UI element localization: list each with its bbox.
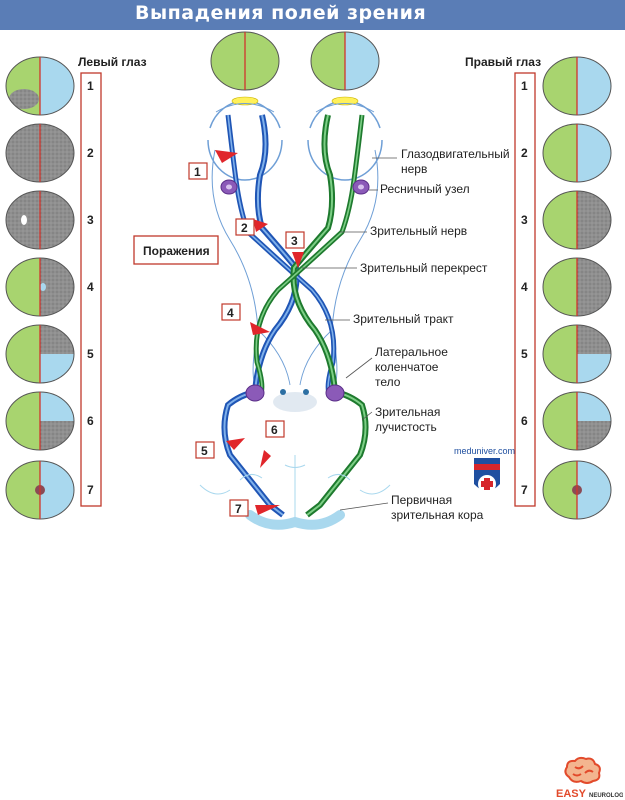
right-field-6: [542, 391, 612, 451]
page-title: Выпадения полей зрения: [135, 2, 427, 24]
title-bar: Выпадения полей зрения: [0, 0, 625, 30]
right-visual-fields: [542, 56, 612, 520]
left-field-1: [5, 56, 75, 116]
left-eyeball: [207, 96, 283, 181]
right-row-number-3: 3: [521, 213, 528, 227]
right-row-number-7: 7: [521, 483, 528, 497]
right-field-1: [542, 56, 612, 116]
label-optic-nerve: Зрительный нерв: [370, 224, 467, 238]
primary-visual-cortex: [245, 510, 345, 530]
right-eye-header: Правый глаз: [465, 55, 541, 69]
right-field-5: [542, 324, 612, 384]
left-visual-fields: [5, 56, 75, 520]
label-lgn-1: Латеральное: [375, 345, 448, 359]
lesion-box-1: 1: [188, 162, 208, 180]
right-row-number-6: 6: [521, 414, 528, 428]
svg-text:2: 2: [241, 221, 248, 235]
lesion-box-5: 5: [195, 441, 215, 459]
right-eyeball: [307, 96, 383, 181]
svg-text:meduniver.com: meduniver.com: [454, 446, 515, 456]
lesions-label: Поражения: [143, 244, 210, 258]
lesion-box-7: 7: [229, 499, 249, 517]
thin-nerve-left: [211, 149, 259, 386]
left-lgn: [245, 384, 265, 402]
left-field-4: [5, 257, 75, 317]
lesion-markers: [215, 150, 304, 515]
right-row-number-2: 2: [521, 146, 528, 160]
label-ciliary: Ресничный узел: [380, 182, 470, 196]
right-row-number-1: 1: [521, 79, 528, 93]
label-lgn-3: тело: [375, 375, 401, 389]
right-field-7: [542, 460, 612, 520]
left-field-3: [5, 190, 75, 250]
label-radiation-1: Зрительная: [375, 405, 440, 419]
svg-text:EASY: EASY: [556, 788, 587, 800]
left-row-number-2: 2: [87, 146, 94, 160]
left-field-7: [5, 460, 75, 520]
svg-text:NEUROLOGY: NEUROLOGY: [589, 793, 623, 799]
left-field-2: [5, 123, 75, 183]
left-field-6: [5, 391, 75, 451]
label-lgn-2: коленчатое: [375, 360, 439, 374]
right-row-number-5: 5: [521, 347, 528, 361]
thin-nerve-right: [331, 149, 379, 386]
easy-neurology-logo: EASY NEUROLOGY: [556, 756, 623, 800]
right-row-number-4: 4: [521, 280, 528, 294]
left-row-number-4: 4: [87, 280, 94, 294]
lesion-box-4: 4: [221, 303, 241, 321]
lesions-box: [133, 235, 219, 265]
label-tract: Зрительный тракт: [353, 312, 454, 326]
left-eye-header: Левый глаз: [78, 55, 147, 69]
left-row-number-5: 5: [87, 347, 94, 361]
meduniver-logo: meduniver.com: [454, 446, 515, 493]
right-field-3: [542, 190, 612, 250]
lesion-box-3: 3: [285, 231, 305, 249]
label-radiation-2: лучистость: [375, 420, 437, 434]
right-numbers: 1 2 3 4 5 6 7: [521, 79, 528, 497]
left-numbers: 1 2 3 4 5 6 7: [87, 79, 94, 497]
top-left-field: [210, 31, 280, 91]
label-cortex-1: Первичная: [391, 493, 452, 507]
svg-text:3: 3: [291, 234, 298, 248]
left-row-number-1: 1: [87, 79, 94, 93]
svg-text:5: 5: [201, 444, 208, 458]
left-row-number-7: 7: [87, 483, 94, 497]
svg-text:1: 1: [194, 165, 201, 179]
left-number-column: [80, 72, 102, 507]
lesion-box-6: 6: [265, 420, 285, 438]
svg-text:6: 6: [271, 423, 278, 437]
right-field-2: [542, 123, 612, 183]
label-chiasm: Зрительный перекрест: [360, 261, 488, 275]
label-cortex-2: зрительная кора: [391, 508, 484, 522]
right-number-column: [514, 72, 536, 507]
pretectal-nuclei: [273, 389, 317, 412]
label-oculomotor-1: Глазодвигательный: [401, 147, 510, 161]
lesion-box-2: 2: [235, 218, 255, 236]
right-lgn: [325, 384, 345, 402]
label-oculomotor-2: нерв: [401, 162, 427, 176]
svg-text:7: 7: [235, 502, 242, 516]
right-field-4: [542, 257, 612, 317]
svg-text:4: 4: [227, 306, 234, 320]
left-field-5: [5, 324, 75, 384]
left-row-number-3: 3: [87, 213, 94, 227]
left-row-number-6: 6: [87, 414, 94, 428]
top-right-field: [310, 31, 380, 91]
